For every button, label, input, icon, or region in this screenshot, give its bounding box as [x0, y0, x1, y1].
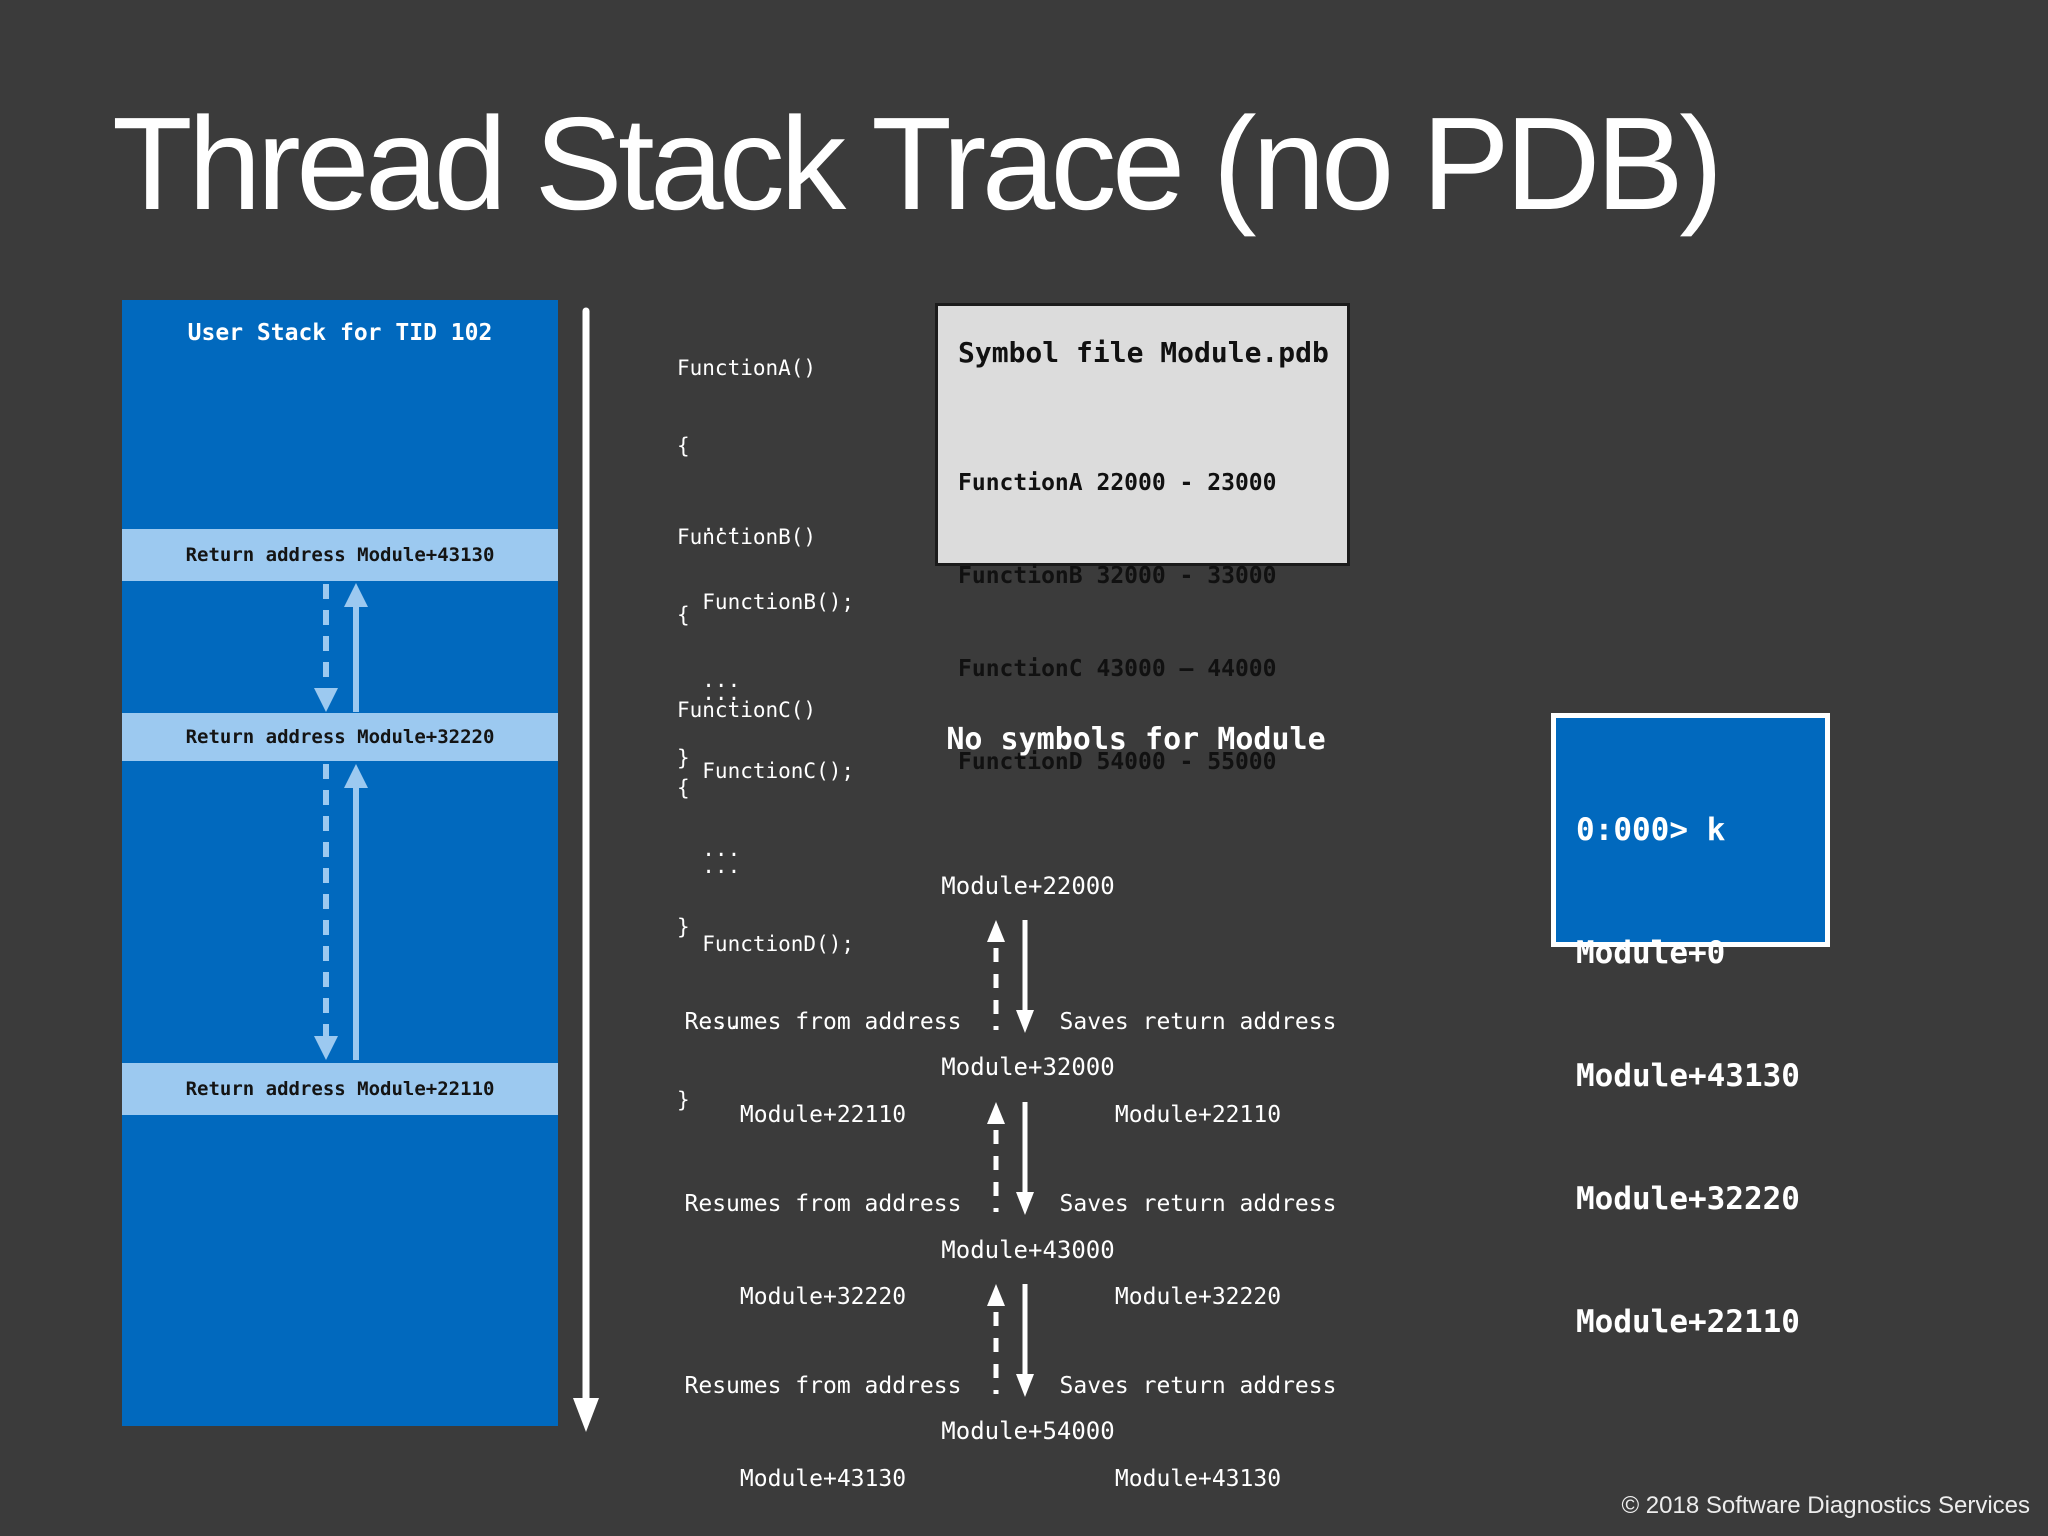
dashed-down-arrow	[314, 584, 338, 712]
symbol-entry: FunctionC 43000 – 44000	[958, 656, 1277, 682]
copyright-notice: © 2018 Software Diagnostics Services	[1621, 1492, 2030, 1519]
dashed-up-arrow	[987, 920, 1005, 1030]
flow-arrow-pair	[987, 1284, 1034, 1397]
stack-row-return-address: Return address Module+22110	[122, 1063, 558, 1115]
flow-arrow-pair	[987, 920, 1034, 1033]
dashed-down-arrow	[314, 764, 338, 1060]
resume-label: Resumes from address Module+43130	[684, 1373, 962, 1492]
solid-up-arrow	[344, 764, 368, 1060]
stack-growth-down-arrow	[573, 307, 599, 1432]
code-listing-function-c: FunctionC() { ... FunctionD(); ... }	[677, 698, 855, 1112]
stack-call-return-arrows	[314, 583, 368, 1060]
save-return-label: Saves return address Module+32220	[1059, 1191, 1337, 1310]
code-listing-function-a: FunctionA() { ... FunctionB(); ... }	[677, 356, 855, 770]
symbol-file-box: Symbol file Module.pdb FunctionA 22000 -…	[935, 303, 1350, 775]
resume-label: Resumes from address Module+22110	[684, 1009, 962, 1128]
save-return-label: Saves return address Module+22110	[1059, 1009, 1337, 1128]
flow-node-address: Module+43000	[941, 1236, 1115, 1264]
stack-frame: Module+0	[1576, 935, 1726, 971]
user-stack-title: User Stack for TID 102	[187, 320, 493, 346]
resume-label: Resumes from address Module+32220	[684, 1191, 962, 1310]
stack-row-label: Return address Module+43130	[185, 544, 495, 566]
solid-down-arrow	[1016, 1284, 1034, 1397]
page-title: Thread Stack Trace (no PDB)	[112, 90, 1723, 237]
debugger-stack-trace: 0:000> k Module+0 Module+43130 Module+32…	[1576, 728, 1800, 1425]
symbol-file-entries: FunctionA 22000 - 23000 FunctionB 32000 …	[958, 406, 1277, 840]
debugger-command-line: 0:000> k	[1576, 812, 1726, 848]
debugger-output-box: 0:000> k Module+0 Module+43130 Module+32…	[1551, 713, 1830, 1340]
solid-down-arrow	[1016, 920, 1034, 1033]
symbol-entry: FunctionD 54000 - 55000	[958, 749, 1277, 775]
stack-row-return-address: Return address Module+43130	[122, 529, 558, 581]
flow-node-address: Module+54000	[941, 1417, 1115, 1445]
stack-row-label: Return address Module+22110	[185, 1078, 495, 1100]
stack-row-return-address: Return address Module+32220	[122, 713, 558, 761]
flow-arrow-pair	[987, 1102, 1034, 1215]
no-symbols-label: No symbols for Module	[946, 722, 1326, 757]
symbol-file-title: Symbol file Module.pdb	[958, 336, 1329, 369]
dashed-up-arrow	[987, 1102, 1005, 1212]
symbol-entry: FunctionA 22000 - 23000	[958, 470, 1277, 496]
solid-up-arrow	[344, 583, 368, 712]
flow-node-address: Module+32000	[941, 1053, 1115, 1081]
solid-down-arrow	[1016, 1102, 1034, 1215]
dashed-up-arrow	[987, 1284, 1005, 1394]
stack-frame: Module+43130	[1576, 1058, 1800, 1094]
stack-frame: Module+32220	[1576, 1181, 1800, 1217]
symbol-entry: FunctionB 32000 - 33000	[958, 563, 1277, 589]
stack-row-label: Return address Module+32220	[185, 726, 495, 748]
code-listing-function-b: FunctionB() { ... FunctionC(); ... }	[677, 525, 855, 939]
flow-node-address: Module+22000	[941, 872, 1115, 900]
stack-frame: Module+22110	[1576, 1304, 1800, 1340]
save-return-label: Saves return address Module+43130	[1059, 1373, 1337, 1492]
user-stack-box: User Stack for TID 102 Return address Mo…	[122, 300, 558, 1426]
